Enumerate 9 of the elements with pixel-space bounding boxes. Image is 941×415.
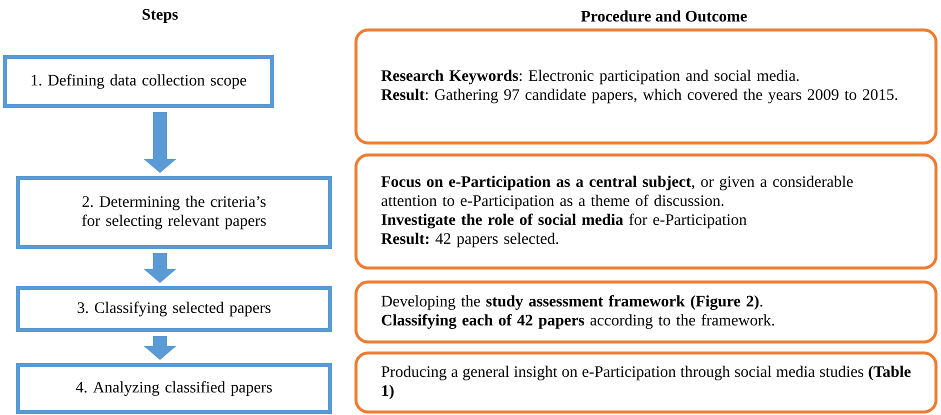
step-box: 3. Classifying selected papers (16, 286, 332, 332)
outcome-box: Focus on e-Participation as a central subject, or given a considerable attention to e-Participation as a theme of discussion. Investigate the role of social media for e-Participation Result: 42 papers selected. (354, 154, 938, 270)
step-box: 2. Determining the criteria’s for selecting relevant papers (16, 176, 332, 249)
step-box: 1. Defining data collection scope (3, 55, 274, 108)
column-heading: Steps (142, 9, 178, 23)
outcome-box: Developing the study assessment framework (Figure 2). Classifying each of 42 papers according to the framework. (354, 280, 938, 344)
outcome-box: Producing a general insight on e-Participation through social media studies (Table 1) (354, 352, 938, 414)
outcome-box: Research Keywords: Electronic participation and social media. Result: Gathering 97 candidate papers, which covered the years 2009 to 2015. (354, 28, 938, 144)
step-box: 4. Analyzing classified papers (16, 363, 332, 414)
